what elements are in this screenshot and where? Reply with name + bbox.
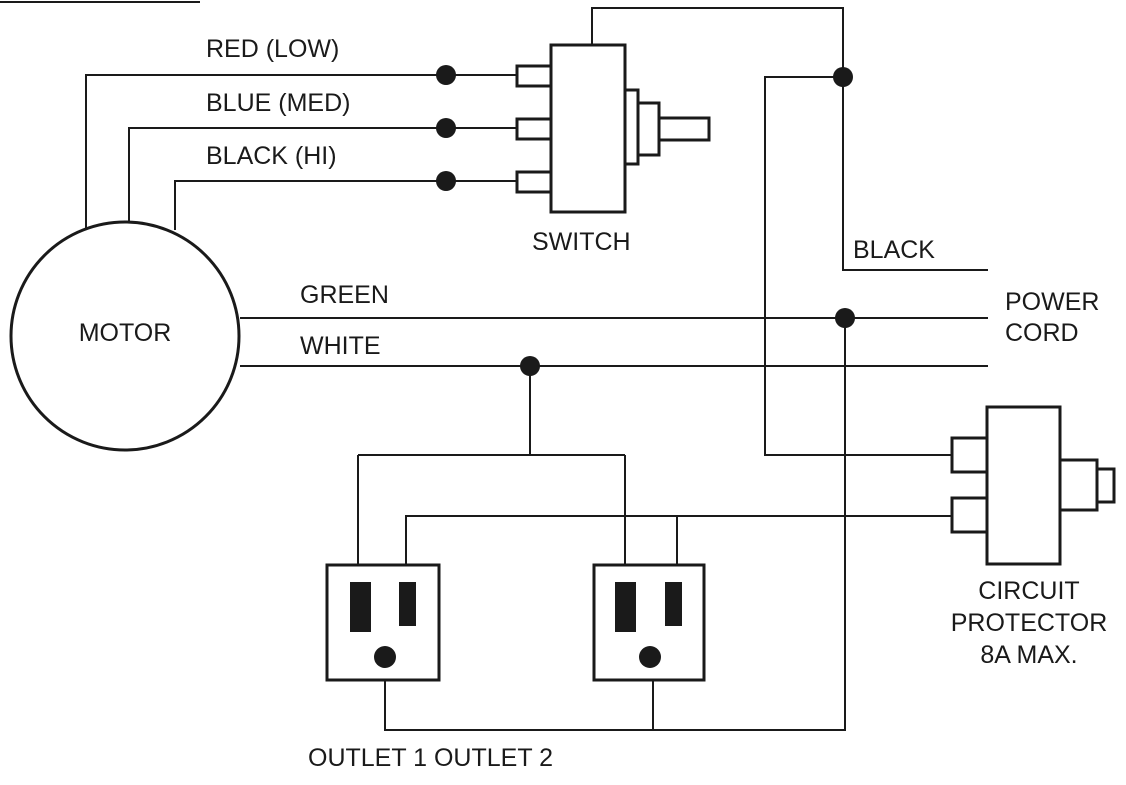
circuit-protector-label-line-3: 8A MAX. xyxy=(980,641,1077,669)
junction-dot xyxy=(436,65,456,85)
red-low-wire xyxy=(85,74,517,228)
power-cord-label-line-2: CORD xyxy=(1005,319,1079,347)
white-label: WHITE xyxy=(300,332,381,360)
junction-dot xyxy=(833,67,853,87)
outlet-2-symbol xyxy=(592,563,706,682)
junction-dot xyxy=(835,308,855,328)
white-to-outlets-wire xyxy=(357,366,626,565)
black-hi-label: BLACK (HI) xyxy=(206,142,337,170)
outlets-label: OUTLET 1 OUTLET 2 xyxy=(308,744,553,772)
junction-dot xyxy=(436,118,456,138)
black-line-label: BLACK xyxy=(853,236,935,264)
power-cord-label-line-1: POWER xyxy=(1005,288,1099,316)
red-low-label: RED (LOW) xyxy=(206,35,339,63)
junction-dot xyxy=(436,171,456,191)
black-to-protector-wire xyxy=(764,76,952,456)
protector-to-outlets-wire xyxy=(405,515,952,565)
circuit-protector-label-line-2: PROTECTOR xyxy=(951,609,1108,637)
outlet-1-symbol xyxy=(325,563,441,682)
switch-label: SWITCH xyxy=(532,228,631,256)
blue-med-wire xyxy=(128,127,517,222)
motor-label: MOTOR xyxy=(79,319,172,347)
green-label: GREEN xyxy=(300,281,389,309)
switch-common-wire xyxy=(591,7,988,271)
blue-med-label: BLUE (MED) xyxy=(206,89,350,117)
switch-symbol xyxy=(515,43,711,214)
circuit-protector-symbol xyxy=(950,405,1116,566)
black-hi-wire xyxy=(174,180,517,230)
ground-wire xyxy=(384,318,846,731)
motor-symbol xyxy=(9,220,241,452)
junction-dot xyxy=(520,356,540,376)
circuit-protector-label-line-1: CIRCUIT xyxy=(978,577,1079,605)
